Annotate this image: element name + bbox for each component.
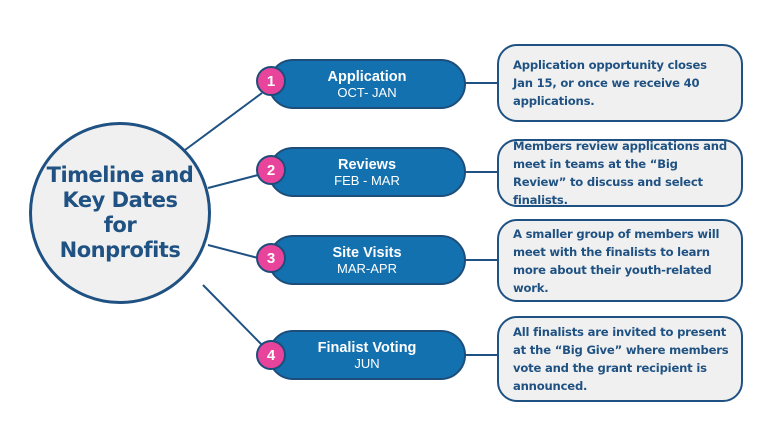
connector-hub-step-1 bbox=[184, 92, 263, 151]
step-dates: OCT- JAN bbox=[337, 84, 397, 100]
connector-hub-step-4 bbox=[202, 284, 263, 346]
step-pill-finalist-voting: Finalist Voting JUN bbox=[268, 330, 466, 380]
step-dates: MAR-APR bbox=[337, 260, 397, 276]
step-title: Finalist Voting bbox=[317, 339, 417, 356]
step-number-badge: 3 bbox=[256, 243, 286, 273]
step-dates: JUN bbox=[354, 355, 380, 371]
step-number-badge: 1 bbox=[256, 66, 286, 96]
step-description: Application opportunity closes Jan 15, o… bbox=[513, 58, 707, 108]
step-dates: FEB - MAR bbox=[334, 172, 400, 188]
step-number-badge: 2 bbox=[256, 155, 286, 185]
hub-title: Timeline and Key Dates for Nonprofits bbox=[46, 163, 194, 262]
step-description: Members review applications and meet in … bbox=[513, 139, 727, 207]
step-pill-reviews: Reviews FEB - MAR bbox=[268, 147, 466, 197]
step-pill-site-visits: Site Visits MAR-APR bbox=[268, 235, 466, 285]
step-description: A smaller group of members will meet wit… bbox=[513, 226, 720, 295]
step-pill-application: Application OCT- JAN bbox=[268, 59, 466, 109]
step-description-box: All finalists are invited to present at … bbox=[497, 316, 743, 402]
step-description: All finalists are invited to present at … bbox=[513, 325, 729, 393]
step-description-box: Application opportunity closes Jan 15, o… bbox=[497, 44, 743, 122]
hub-circle: Timeline and Key Dates for Nonprofits bbox=[29, 122, 211, 304]
step-number-badge: 4 bbox=[256, 340, 286, 370]
step-title: Reviews bbox=[337, 156, 397, 173]
connector-hub-step-3 bbox=[207, 244, 259, 259]
step-title: Site Visits bbox=[332, 244, 402, 261]
step-title: Application bbox=[327, 68, 407, 85]
step-description-box: A smaller group of members will meet wit… bbox=[497, 219, 743, 302]
step-description-box: Members review applications and meet in … bbox=[497, 139, 743, 207]
connector-hub-step-2 bbox=[207, 174, 259, 189]
